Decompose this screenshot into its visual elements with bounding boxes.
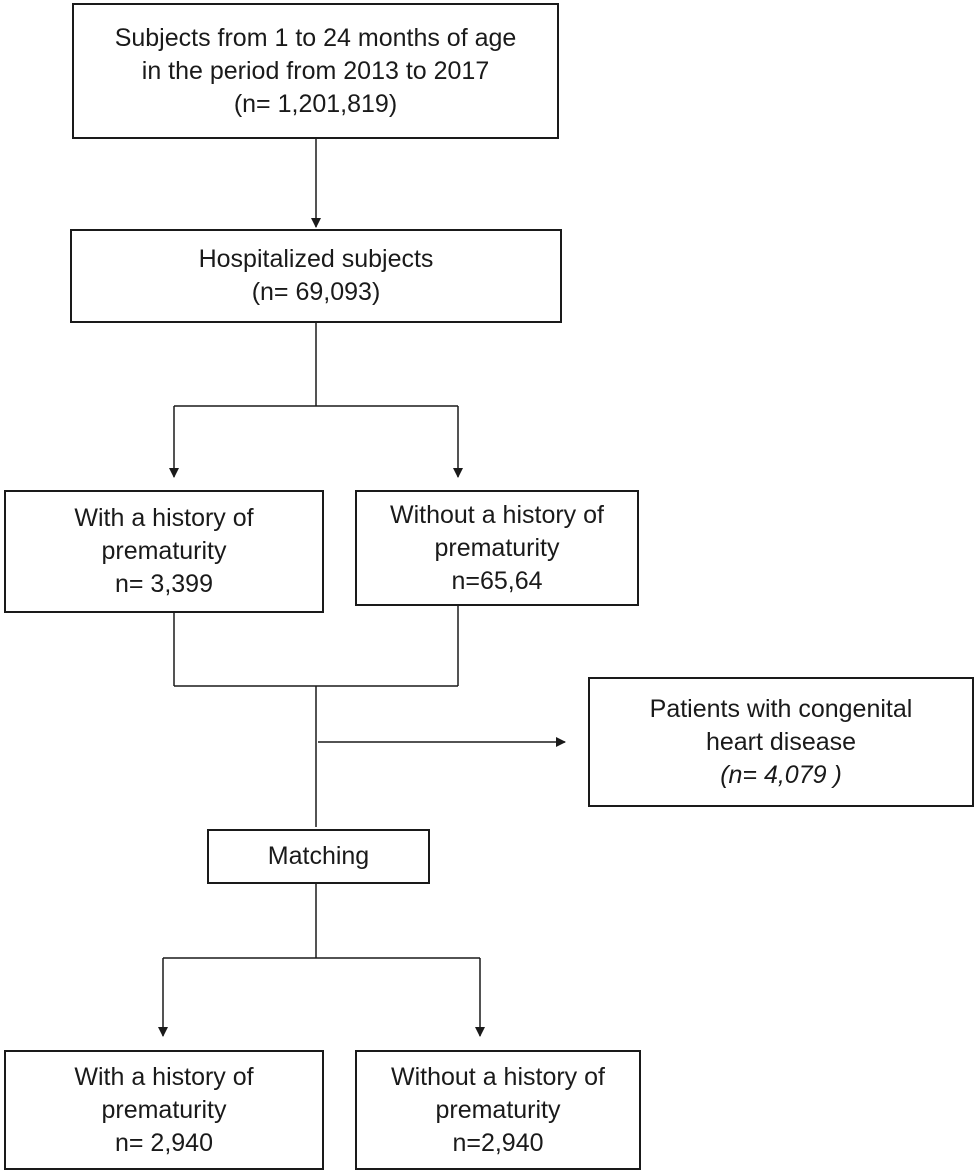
hospitalized-line-2: (n= 69,093) bbox=[251, 278, 381, 306]
without-premature-2-line-3: n=2,940 bbox=[452, 1128, 544, 1157]
without-premature-1-line-3: n=65,64 bbox=[451, 566, 543, 595]
excluded-line-3: (n= 4,079 ) bbox=[720, 760, 842, 789]
box-source-population: Subjects from 1 to 24 months of age in t… bbox=[72, 3, 559, 139]
box-without-prematurity-matched: Without a history of prematurity n=2,940 bbox=[355, 1050, 641, 1170]
source-line-3: (n= 1,201,819) bbox=[233, 89, 398, 118]
box-excluded-congenital-heart-disease: Patients with congenital heart disease (… bbox=[588, 677, 974, 807]
with-premature-1-line-2: prematurity bbox=[101, 537, 227, 565]
without-premature-1-line-2: prematurity bbox=[434, 533, 560, 562]
source-line-2: in the period from 2013 to 2017 bbox=[141, 56, 490, 85]
box-without-prematurity-before: Without a history of prematurity n=65,64 bbox=[355, 490, 639, 606]
excluded-line-1: Patients with congenital bbox=[649, 694, 913, 723]
source-line-1: Subjects from 1 to 24 months of age bbox=[114, 23, 517, 52]
matching-label: Matching bbox=[267, 842, 370, 870]
with-premature-1-line-3: n= 3,399 bbox=[114, 570, 213, 598]
box-with-prematurity-before: With a history of prematurity n= 3,399 bbox=[4, 490, 324, 613]
without-premature-2-line-2: prematurity bbox=[435, 1095, 561, 1124]
with-premature-2-line-1: With a history of bbox=[74, 1062, 254, 1091]
box-hospitalized: Hospitalized subjects (n= 69,093) bbox=[70, 229, 562, 323]
box-with-prematurity-matched: With a history of prematurity n= 2,940 bbox=[4, 1050, 324, 1170]
with-premature-1-line-1: With a history of bbox=[74, 504, 254, 532]
excluded-line-2: heart disease bbox=[705, 727, 857, 756]
without-premature-2-line-1: Without a history of bbox=[391, 1062, 605, 1091]
with-premature-2-line-3: n= 2,940 bbox=[114, 1128, 213, 1157]
box-matching: Matching bbox=[207, 829, 430, 884]
without-premature-1-line-1: Without a history of bbox=[390, 500, 604, 529]
hospitalized-line-1: Hospitalized subjects bbox=[198, 245, 434, 273]
with-premature-2-line-2: prematurity bbox=[101, 1095, 227, 1124]
